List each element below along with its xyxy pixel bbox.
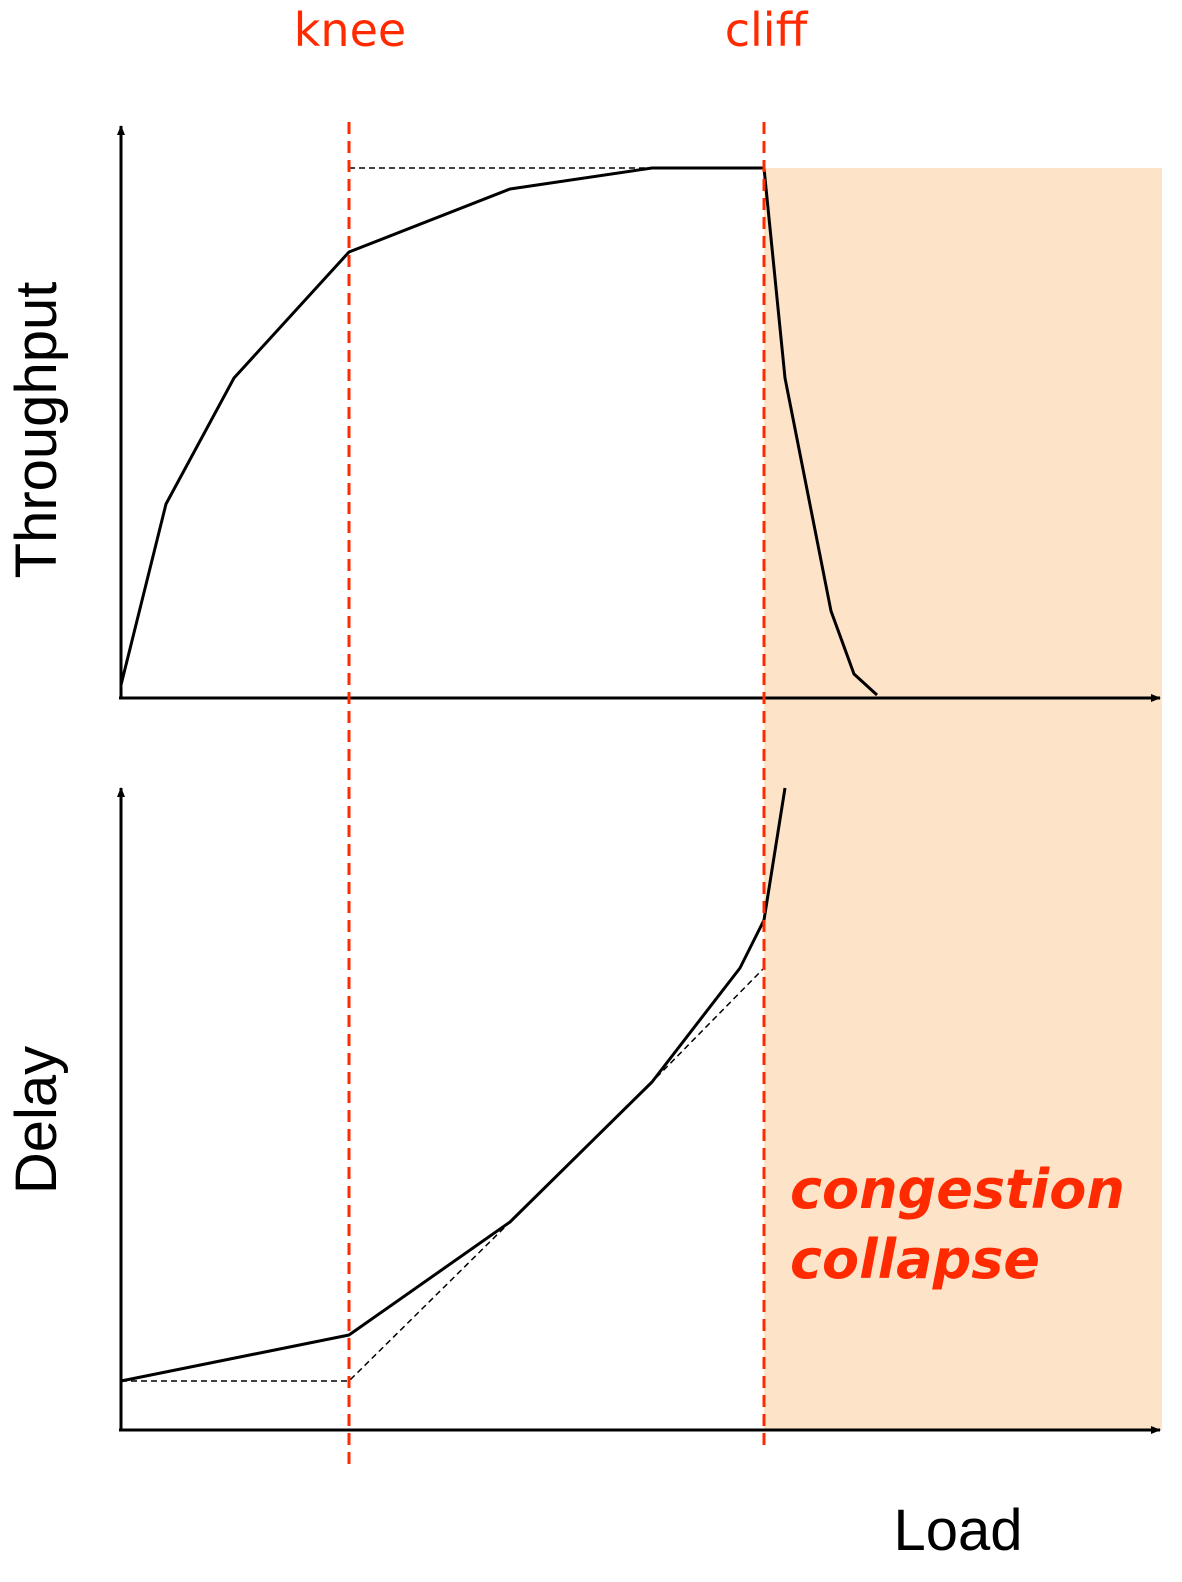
knee-label: knee — [294, 3, 406, 57]
load-axis-label: Load — [893, 1498, 1022, 1563]
collapse-label-line2: collapse — [790, 1228, 1040, 1291]
delay-ideal-reference-line — [121, 967, 765, 1382]
throughput-curve — [119, 166, 879, 697]
cliff-label: cliff — [725, 3, 809, 57]
delay-curve — [120, 787, 787, 1383]
congestion-collapse-region — [764, 168, 1162, 1430]
delay-axis-label: Delay — [4, 1046, 69, 1194]
collapse-label-line1: congestion — [790, 1158, 1125, 1221]
throughput-axis-label: Throughput — [4, 282, 69, 579]
